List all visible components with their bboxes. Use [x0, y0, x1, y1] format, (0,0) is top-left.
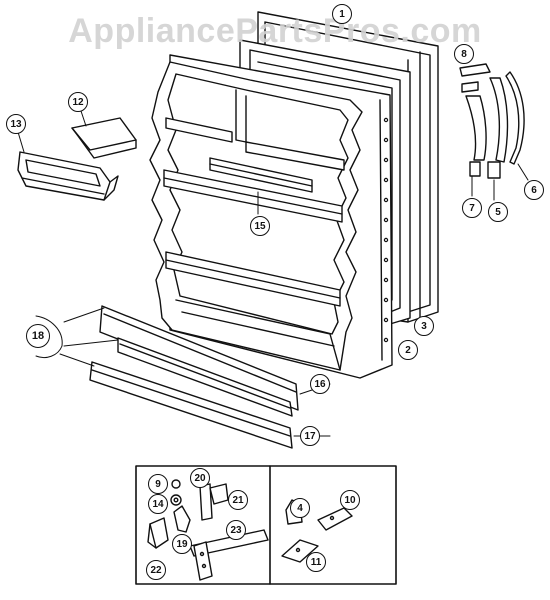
callout-part-15: 15 [250, 216, 270, 236]
callout-part-19: 19 [172, 534, 192, 554]
callout-part-22: 22 [146, 560, 166, 580]
callout-part-1: 1 [332, 4, 352, 24]
callout-part-7: 7 [462, 198, 482, 218]
callout-part-8: 8 [454, 44, 474, 64]
shelf-bar-part-15 [209, 157, 313, 215]
callout-part-11: 11 [306, 552, 326, 572]
callout-part-3: 3 [414, 316, 434, 336]
callout-part-6: 6 [524, 180, 544, 200]
callout-part-13: 13 [6, 114, 26, 134]
callout-part-14: 14 [148, 494, 168, 514]
callout-part-10: 10 [340, 490, 360, 510]
callout-part-21: 21 [228, 490, 248, 510]
callout-part-18: 18 [26, 324, 50, 348]
callout-part-17: 17 [300, 426, 320, 446]
callout-part-2: 2 [398, 340, 418, 360]
callout-part-5: 5 [488, 202, 508, 222]
callout-part-9: 9 [148, 474, 168, 494]
callout-part-4: 4 [290, 498, 310, 518]
dairy-lid-part-12 [71, 107, 137, 159]
callout-part-12: 12 [68, 92, 88, 112]
part-18-leaders [35, 307, 119, 367]
callout-part-16: 16 [310, 374, 330, 394]
bin-retainer-part-16 [99, 305, 331, 417]
dairy-bin-part-13 [17, 131, 119, 201]
callout-part-23: 23 [226, 520, 246, 540]
watermark: AppliancePartsPros.com [68, 12, 482, 50]
hinge-parts [459, 63, 529, 201]
callout-part-20: 20 [190, 468, 210, 488]
inset-small-parts-box [135, 465, 397, 585]
